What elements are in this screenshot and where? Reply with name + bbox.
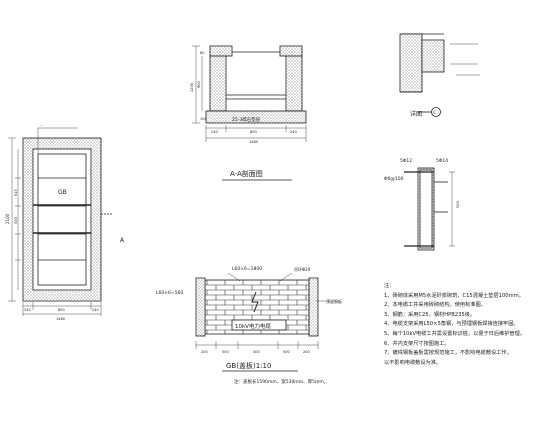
aa-dim-240: 240 (211, 130, 218, 134)
gb-right-frame (308, 277, 319, 337)
note-line: 7、镀锌钢板盖板需按规范施工，不影响电缆敷设工作。 (384, 350, 512, 357)
detail-callout: C (433, 110, 436, 116)
aa-dim-800: 800 (250, 130, 257, 134)
aa-left-wall (209, 55, 227, 112)
aa-dim-900: 900 (197, 81, 201, 88)
note-line: 注： (384, 283, 395, 289)
gb-label-cable: 10kV电力电缆 (235, 322, 271, 330)
note-line: 5、每个10kV电缆工井需设置标识桩，以便于日后维护管理。 (384, 330, 525, 337)
gb-dim-200: 200 (201, 350, 208, 354)
plan-cover-slab (37, 153, 87, 286)
plan-top-note: ... (40, 123, 43, 127)
gb-label-l2: L60×6=560 (156, 290, 183, 296)
gb-cable-label-box (231, 319, 287, 331)
gb-label-l1: L60×6=1800 (232, 266, 262, 272)
note-line: 6、井内支架尺寸按图施工。 (384, 340, 450, 347)
note-line: 1、砖砌体采用M5水泥砂浆砌筑，C15混凝土垫层100mm。 (384, 292, 524, 299)
notes-block: 注： 1、砖砌体采用M5水泥砂浆砌筑，C15混凝土垫层100mm。 2、本电缆工… (384, 282, 560, 368)
plan-dim-240: 240 (24, 308, 31, 312)
gb-dim-200b: 200 (303, 350, 310, 354)
plan-section-marker: A (120, 237, 125, 244)
detail-title: 详图 (410, 110, 422, 118)
gb-cover-view (195, 272, 326, 349)
aa-right-wall (285, 55, 303, 112)
note-line: 3、钢筋：采用C25，钢材HPB235级。 (384, 311, 476, 318)
plan-view (8, 127, 112, 316)
bracket-phi12: 5Φ12 (400, 158, 412, 164)
detail-wall-a (399, 33, 423, 93)
gb-lightning-icon (251, 291, 259, 313)
detail-wall-b (421, 39, 445, 73)
bracket-phi6: Φ6@100 (384, 176, 404, 182)
bracket-phi14: 5Φ14 (436, 158, 448, 164)
aa-layer-label: 25-3碎石垫层 (232, 116, 261, 123)
detail-view (399, 33, 480, 117)
gb-left-frame (195, 277, 206, 337)
gb-title: GB(盖板)1:10 (226, 361, 271, 370)
plan-dim-500: 500 (14, 217, 18, 224)
gb-label-slab: 预留钢板 (326, 298, 342, 304)
aa-cover-frame-right (279, 45, 303, 57)
aa-dim-1200: 1200 (190, 83, 194, 92)
plan-dim-2100: 2100 (5, 213, 10, 224)
aa-title: A-A剖面图 (230, 169, 263, 178)
plan-dim-615: 615 (14, 189, 18, 196)
plan-inner-pit (32, 148, 92, 291)
note-line: 4、电缆支架采用L50×5角钢，与预埋钢板焊接连接牢固。 (384, 321, 519, 328)
note-line: 以不影响电缆敷设为准。 (384, 359, 442, 366)
gb-label-hook: 吊环Φ20 (294, 267, 311, 272)
detail-callout-circle (431, 107, 441, 117)
aa-section-view (192, 45, 307, 142)
aa-dim-1480: 1480 (249, 140, 258, 144)
gb-dim-400: 400 (253, 350, 260, 354)
note-line: 2、本电缆工井采用砖砌结构。使用标准图。 (384, 302, 486, 309)
gb-dim-500b: 500 (283, 350, 290, 354)
aa-cover-frame-left (209, 45, 233, 57)
gb-note: 注：盖板长1590mm、宽530mm、厚5mm。 (234, 378, 328, 385)
aa-dim-240b: 240 (290, 130, 297, 134)
plan-dim-1480: 1480 (56, 317, 65, 321)
plan-dim-800: 800 (58, 308, 65, 312)
aa-gravel-base (205, 110, 307, 124)
plan-dim-240b: 240 (92, 308, 99, 312)
gb-dim-500a: 500 (222, 350, 229, 354)
plan-gb-label: GB (58, 189, 67, 196)
aa-dim-80: 80 (200, 51, 204, 55)
aa-dim-100: 100 (200, 117, 207, 121)
bracket-view (404, 167, 455, 251)
bracket-dim-500: 500 (456, 201, 460, 208)
